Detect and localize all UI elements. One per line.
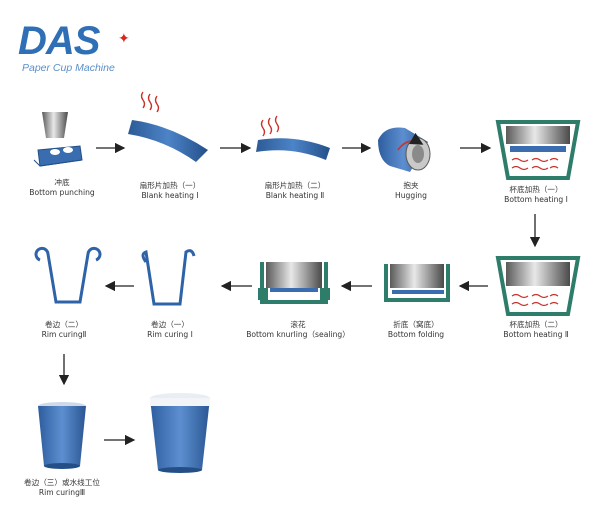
step-label-rim-curing-2: 卷边（二） Rim curingⅡ <box>42 320 87 340</box>
step-label-cn: 扇形片加热（二） <box>264 181 326 190</box>
step-label-en: Blank heating Ⅰ <box>141 191 199 200</box>
step-label-en: Rim curing Ⅰ <box>147 330 193 339</box>
flow-arrows <box>58 142 541 446</box>
step-label-en: Bottom folding <box>387 330 445 339</box>
step-label-cn: 滚花 <box>290 320 306 329</box>
step-label-en: Bottom heating Ⅰ <box>504 195 568 204</box>
step-label-en: Rim curingⅢ <box>38 488 86 497</box>
rim-curing-2-illustration <box>34 246 102 304</box>
rim-curing-1-illustration <box>141 249 196 306</box>
step-label-rim-curing-3: 卷边（三）或水线工位 Rim curingⅢ <box>24 478 100 498</box>
step-label-cn: 杯底加热（一） <box>509 185 563 194</box>
step-label-en: Bottom knurling（sealing） <box>246 330 350 339</box>
step-label-cn: 冲底 <box>54 178 70 187</box>
step-label-cn: 杯底加热（二） <box>509 320 563 329</box>
blank-heating-2-illustration <box>256 115 330 160</box>
step-label-cn: 抱夹 <box>403 181 419 190</box>
step-label-hugging: 抱夹 Hugging <box>395 181 427 201</box>
step-label-bottom-heating-2: 杯底加热（二） Bottom heating Ⅱ <box>503 320 568 340</box>
step-label-en: Rim curingⅡ <box>41 330 87 339</box>
blank-heating-1-illustration <box>128 91 208 162</box>
finished-cup-illustration <box>150 393 210 473</box>
bottom-punching-illustration <box>33 112 83 167</box>
step-label-blank-heating-1: 扇形片加热（一） Blank heating Ⅰ <box>140 181 201 201</box>
bottom-heating-1-illustration <box>495 120 581 180</box>
step-label-en: Bottom punching <box>29 188 95 197</box>
step-label-bottom-heating-1: 杯底加热（一） Bottom heating Ⅰ <box>504 185 568 205</box>
logo-brand: DAS <box>18 19 100 63</box>
logo-tagline: Paper Cup Machine <box>22 62 115 74</box>
step-label-rim-curing-1: 卷边（一） Rim curing Ⅰ <box>147 320 193 340</box>
step-label-en: Blank heating Ⅱ <box>265 191 325 200</box>
bottom-heating-2-illustration <box>495 256 581 316</box>
step-label-en: Bottom heating Ⅱ <box>503 330 569 339</box>
step-label-cn: 卷边（三）或水线工位 <box>24 478 100 487</box>
step-label-cn: 卷边（一） <box>151 320 189 329</box>
step-label-cn: 扇形片加热（一） <box>139 181 201 190</box>
maple-leaf-icon: ✦ <box>118 30 130 46</box>
step-label-en: Hugging <box>395 191 427 200</box>
step-label-cn: 卷边（二） <box>45 320 83 329</box>
bottom-folding-illustration <box>384 264 450 302</box>
step-label-blank-heating-2: 扇形片加热（二） Blank heating Ⅱ <box>265 181 326 201</box>
bottom-knurling-illustration <box>258 262 330 304</box>
step-label-cn: 折底（窝底） <box>393 320 439 329</box>
rim-curing-3-cup-illustration <box>38 402 86 469</box>
das-logo: DAS ✦ Paper Cup Machine <box>18 18 148 78</box>
step-label-bottom-folding: 折底（窝底） Bottom folding <box>388 320 444 340</box>
step-label-bottom-punching: 冲底 Bottom punching <box>29 178 94 198</box>
hugging-illustration <box>378 127 431 172</box>
step-label-bottom-knurling: 滚花 Bottom knurling（sealing） <box>246 320 350 340</box>
